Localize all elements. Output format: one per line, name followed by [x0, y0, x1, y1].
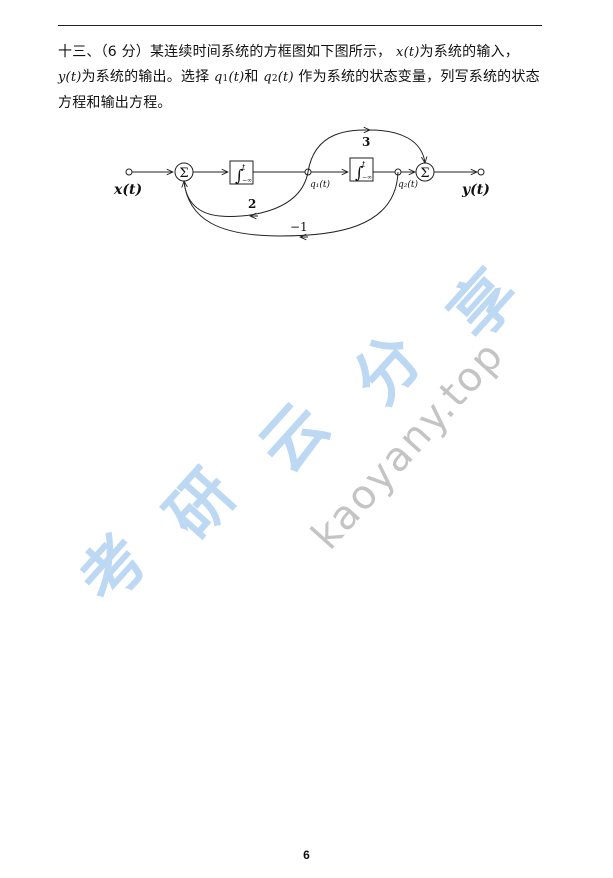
output-label: y(t)	[461, 182, 490, 198]
question-text-2a: 为系统的输出。选择	[81, 69, 210, 85]
question-and: 和	[244, 69, 259, 85]
gain-3: 3	[362, 135, 370, 149]
summer1-sigma: Σ	[179, 166, 188, 181]
feedback-inner-path	[184, 171, 309, 217]
question-number: 十三、	[58, 44, 101, 60]
summer2-sigma: Σ	[420, 166, 429, 181]
integrator2-sign: ∫	[355, 163, 363, 182]
node2-label: q₂(t)	[398, 179, 418, 190]
question-13: 十三、（6 分）某连续时间系统的方框图如下图所示， x(t)为系统的输入， y(…	[58, 40, 542, 115]
page-number: 6	[303, 848, 310, 862]
input-terminal	[125, 168, 133, 176]
integrator-2	[349, 157, 374, 182]
output-terminal	[477, 168, 485, 176]
integrator2-upper: t	[362, 160, 366, 169]
input-signal-math: x(t)	[396, 45, 420, 60]
state-q1-math: q1(t)	[213, 70, 245, 85]
question-text-1-tail: 为系统的输入，	[419, 44, 519, 60]
header-rule	[58, 25, 542, 26]
watermark-char-2: 研	[151, 455, 251, 554]
node1-label: q₁(t)	[310, 179, 330, 190]
question-text-2-tail: 作为系统的状态变量，列写系统的状态	[298, 69, 540, 85]
question-text-1: 某连续时间系统的方框图如下图所示，	[149, 44, 392, 60]
integrator1-upper: t	[242, 163, 246, 172]
watermark-char-3: 云	[244, 388, 344, 487]
integrator2-lower: −∞	[362, 174, 372, 181]
question-line-2: y(t)为系统的输出。选择 q1(t)和 q2(t) 作为系统的状态变量，列写系…	[58, 65, 542, 91]
input-label: x(t)	[113, 182, 142, 198]
watermark-char-1: 考	[64, 520, 164, 619]
feedback-outer-path	[183, 171, 399, 237]
question-score: （6 分）	[100, 44, 150, 60]
question-text-3: 方程和输出方程。	[58, 95, 172, 111]
state-q2-math: q2(t)	[263, 70, 294, 85]
integrator1-lower: −∞	[242, 177, 252, 184]
question-line-3: 方程和输出方程。	[58, 91, 542, 115]
integrator1-sign: ∫	[235, 166, 243, 185]
question-line-1: 十三、（6 分）某连续时间系统的方框图如下图所示， x(t)为系统的输入，	[58, 40, 542, 65]
block-diagram: Σ Σ ∫ t −∞ ∫ t −∞ x(t) y(t) q₁(t) q₂(t) …	[113, 120, 490, 250]
gain-2: 2	[248, 197, 256, 211]
gain-minus-1: −1	[290, 220, 308, 234]
output-signal-math: y(t)	[58, 70, 82, 85]
